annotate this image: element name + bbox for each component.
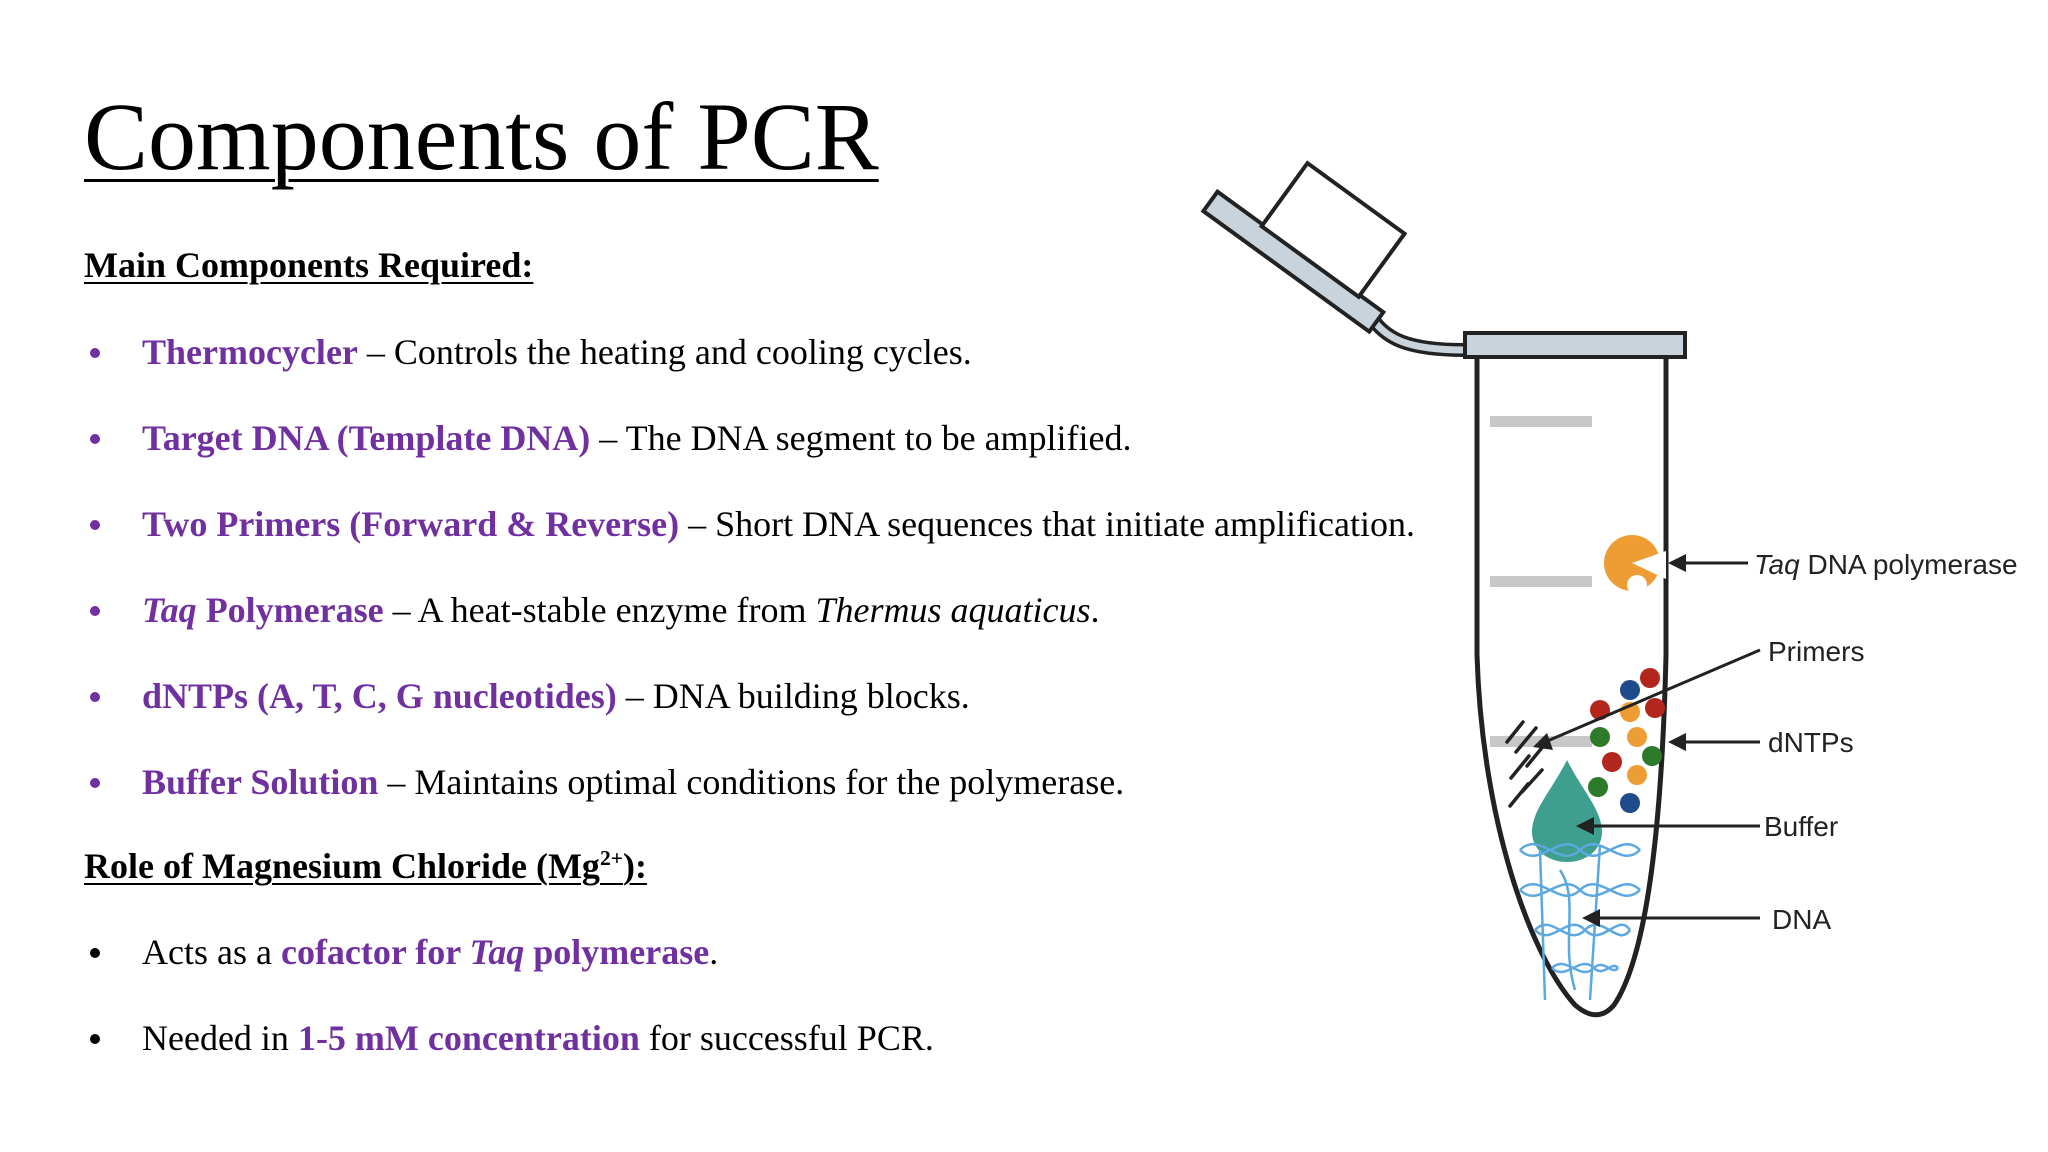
- component-name: Target DNA (Template DNA): [142, 418, 591, 458]
- component-name-italic: Taq: [142, 590, 197, 630]
- component-desc: – Short DNA sequences that initiate ampl…: [679, 504, 1415, 544]
- list-item: Taq Polymerase – A heat-stable enzyme fr…: [84, 586, 1415, 672]
- tube-body: [1474, 359, 1669, 1018]
- label-buffer: Buffer: [1764, 811, 1838, 842]
- component-desc: – Controls the heating and cooling cycle…: [357, 332, 972, 372]
- label-dntps: dNTPs: [1768, 727, 1854, 758]
- point-highlight-italic: Taq: [469, 932, 525, 972]
- component-desc: – DNA building blocks.: [616, 676, 970, 716]
- bullet-dot: [90, 434, 100, 444]
- label-taq-rest: DNA polymerase: [1800, 549, 2018, 580]
- bullet-dot: [90, 606, 100, 616]
- tube-rim: [1463, 331, 1687, 359]
- tube-band: [1490, 416, 1592, 427]
- component-desc-italic: Thermus aquaticus: [815, 590, 1091, 630]
- component-desc: – A heat-stable enzyme from: [383, 590, 816, 630]
- component-desc-end: .: [1090, 590, 1100, 630]
- buffer-drop-icon: [1532, 760, 1602, 862]
- list-item: dNTPs (A, T, C, G nucleotides) – DNA bui…: [84, 672, 1415, 758]
- components-list: Thermocycler – Controls the heating and …: [84, 328, 1415, 844]
- bullet-dot: [90, 520, 100, 530]
- pcr-tube-diagram: Taq DNA polymerase Primers dNTPs Buffer …: [1200, 160, 2018, 1018]
- magnesium-heading-text: Role of Magnesium Chloride (Mg: [84, 846, 600, 886]
- primers-icon: [1505, 720, 1547, 808]
- component-name: Polymerase: [196, 590, 384, 630]
- bullet-dot: [90, 1034, 100, 1044]
- list-item: Acts as a cofactor for Taq polymerase.: [84, 928, 934, 1014]
- label-taq-dna-polymerase: Taq DNA polymerase: [1754, 549, 2018, 580]
- component-name: dNTPs (A, T, C, G nucleotides): [142, 676, 617, 716]
- dntps-icon: [1588, 668, 1665, 813]
- slide-title: Components of PCR: [84, 83, 879, 190]
- dna-helix-icon: [1519, 843, 1641, 1001]
- taq-enzyme-icon: [1604, 535, 1666, 595]
- component-name: Thermocycler: [142, 332, 358, 372]
- list-item: Buffer Solution – Maintains optimal cond…: [84, 758, 1415, 844]
- tube-band: [1490, 576, 1592, 587]
- point-highlight: 1-5 mM concentration: [297, 1018, 640, 1058]
- lid-plug: [1258, 160, 1408, 300]
- magnesium-heading-sup: 2+: [599, 846, 624, 870]
- point-pre: Needed in: [142, 1018, 298, 1058]
- tube-lid: [1200, 160, 1472, 357]
- bullet-dot: [90, 692, 100, 702]
- point-highlight-end: polymerase: [524, 932, 710, 972]
- bullet-dot: [90, 348, 100, 358]
- component-desc: – Maintains optimal conditions for the p…: [378, 762, 1125, 802]
- label-primers: Primers: [1768, 636, 1864, 667]
- label-dna: DNA: [1772, 904, 1831, 935]
- magnesium-heading: Role of Magnesium Chloride (Mg2+):: [84, 846, 648, 886]
- point-pre: Acts as a: [142, 932, 281, 972]
- bullet-dot: [90, 948, 100, 958]
- main-components-heading: Main Components Required:: [84, 245, 534, 285]
- component-name: Two Primers (Forward & Reverse): [142, 504, 680, 544]
- bullet-dot: [90, 778, 100, 788]
- callout-arrows: [1533, 554, 1761, 927]
- label-taq-italic: Taq: [1754, 549, 1800, 580]
- list-item: Target DNA (Template DNA) – The DNA segm…: [84, 414, 1415, 500]
- point-post: .: [709, 932, 719, 972]
- component-name: Buffer Solution: [142, 762, 379, 802]
- magnesium-list: Acts as a cofactor for Taq polymerase. N…: [84, 928, 934, 1100]
- list-item: Thermocycler – Controls the heating and …: [84, 328, 1415, 414]
- list-item: Two Primers (Forward & Reverse) – Short …: [84, 500, 1415, 586]
- magnesium-heading-end: ):: [623, 846, 648, 886]
- component-desc: – The DNA segment to be amplified.: [590, 418, 1132, 458]
- point-highlight: cofactor for: [280, 932, 470, 972]
- point-post: for successful PCR.: [639, 1018, 934, 1058]
- list-item: Needed in 1-5 mM concentration for succe…: [84, 1014, 934, 1100]
